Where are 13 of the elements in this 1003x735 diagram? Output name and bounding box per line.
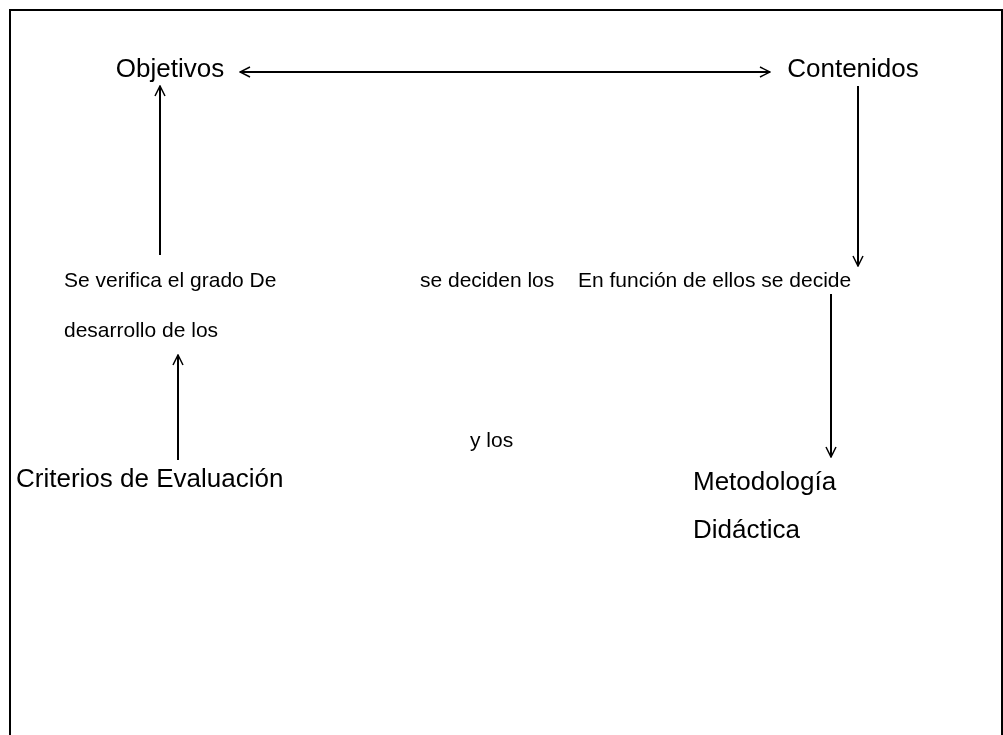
arrow xyxy=(852,85,864,267)
concept-text: Objetivos xyxy=(100,50,240,86)
arrow xyxy=(172,354,184,461)
concept-text: Criterios de Evaluación xyxy=(16,460,361,496)
arrow xyxy=(154,85,166,256)
connector-text: Se verifica el grado De desarrollo de los xyxy=(64,255,314,355)
concept-text: Contenidos xyxy=(770,50,936,86)
connector-text: En función de ellos se decide xyxy=(578,266,998,294)
linking-text: se deciden los xyxy=(420,267,555,293)
linking-text: y los xyxy=(470,427,514,453)
arrow xyxy=(825,293,837,458)
arrow xyxy=(239,66,771,78)
concept-text: Metodología Didáctica xyxy=(693,457,868,553)
